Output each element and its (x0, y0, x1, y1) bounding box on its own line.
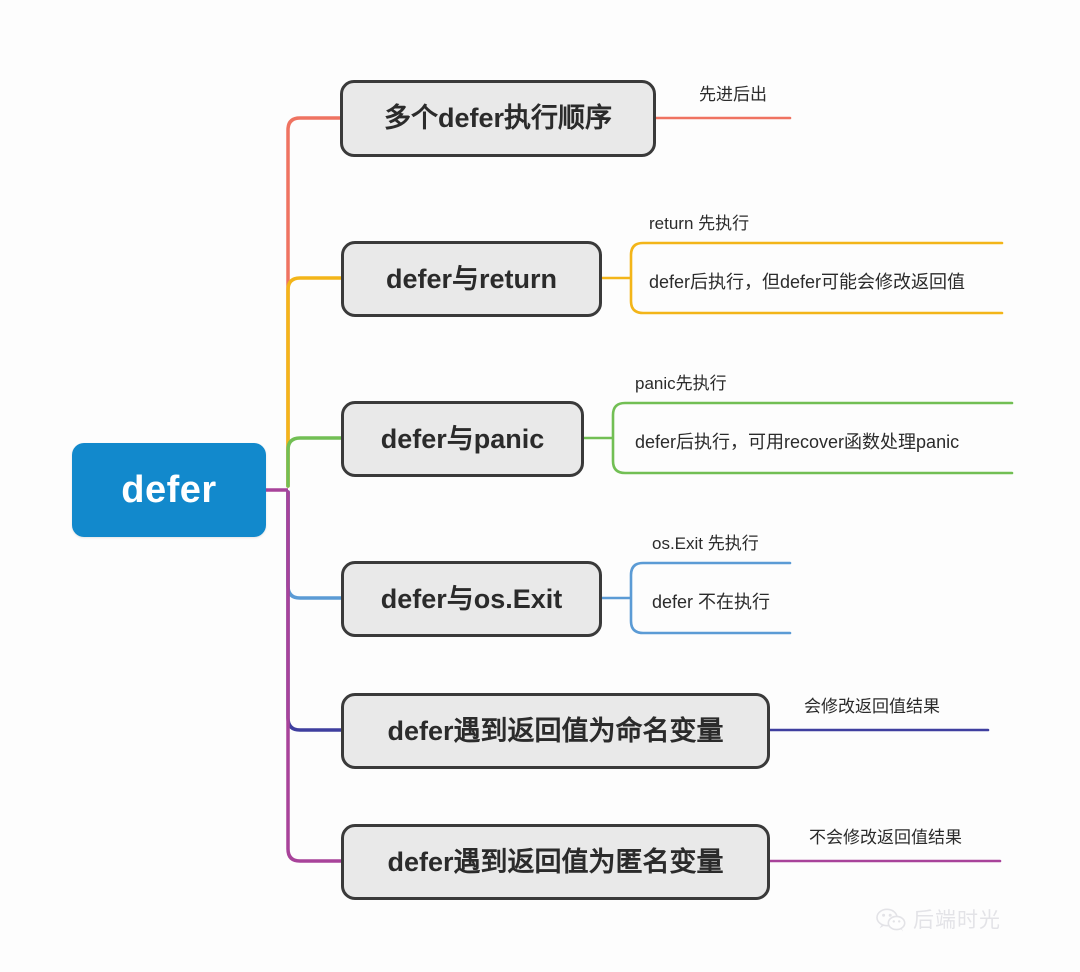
leaf-order-0[interactable]: 先进后出 (695, 85, 771, 110)
leaf-anonymous-0-label: 不会修改返回值结果 (809, 828, 962, 847)
root-node-label: defer (121, 469, 217, 511)
leaf-anonymous-0[interactable]: 不会修改返回值结果 (805, 828, 966, 853)
leaf-panic-0[interactable]: panic先执行 (631, 374, 731, 399)
topic-node-panic[interactable]: defer与panic (341, 401, 584, 477)
leaf-named-0-label: 会修改返回值结果 (804, 697, 940, 716)
topic-node-order[interactable]: 多个defer执行顺序 (340, 80, 656, 157)
leaf-osexit-1-label: defer 不在执行 (652, 592, 771, 612)
topic-node-osexit[interactable]: defer与os.Exit (341, 561, 602, 637)
topic-label-anonymous: defer遇到返回值为匿名变量 (387, 846, 724, 877)
leaf-return-1[interactable]: defer后执行，但defer可能会修改返回值 (645, 272, 969, 298)
connector-branch-named (286, 490, 346, 732)
topic-label-panic: defer与panic (380, 423, 545, 454)
topic-node-return[interactable]: defer与return (341, 241, 602, 317)
leaf-osexit-1[interactable]: defer 不在执行 (648, 592, 774, 618)
leaf-osexit-0[interactable]: os.Exit 先执行 (648, 534, 763, 559)
connector-branch-order (286, 116, 342, 488)
connector-branch-osexit (286, 490, 346, 600)
topic-node-anonymous[interactable]: defer遇到返回值为匿名变量 (341, 824, 770, 900)
leaf-panic-1[interactable]: defer后执行，可用recover函数处理panic (631, 432, 963, 458)
watermark-label: 后端时光 (913, 908, 1001, 932)
watermark: 后端时光 (876, 908, 1001, 932)
leaf-return-0-label: return 先执行 (649, 214, 750, 233)
topic-node-named[interactable]: defer遇到返回值为命名变量 (341, 693, 770, 769)
connector-branch-panic (286, 436, 346, 488)
leaf-return-1-label: defer后执行，但defer可能会修改返回值 (649, 272, 966, 292)
leaf-return-0[interactable]: return 先执行 (645, 214, 753, 239)
connector-branch-anonymous (286, 490, 346, 863)
leaf-panic-1-label: defer后执行，可用recover函数处理panic (635, 432, 960, 452)
root-node-defer[interactable]: defer (72, 443, 266, 537)
wechat-icon (876, 908, 906, 932)
leaf-panic-0-label: panic先执行 (635, 374, 727, 393)
topic-label-named: defer遇到返回值为命名变量 (387, 715, 724, 746)
leaf-order-0-label: 先进后出 (699, 85, 767, 104)
topic-label-osexit: defer与os.Exit (380, 583, 563, 614)
topic-label-return: defer与return (385, 263, 558, 294)
leaf-osexit-0-label: os.Exit 先执行 (652, 534, 759, 553)
topic-label-order: 多个defer执行顺序 (383, 103, 613, 133)
leaf-named-0[interactable]: 会修改返回值结果 (800, 697, 944, 722)
connector-branch-return (286, 276, 346, 488)
